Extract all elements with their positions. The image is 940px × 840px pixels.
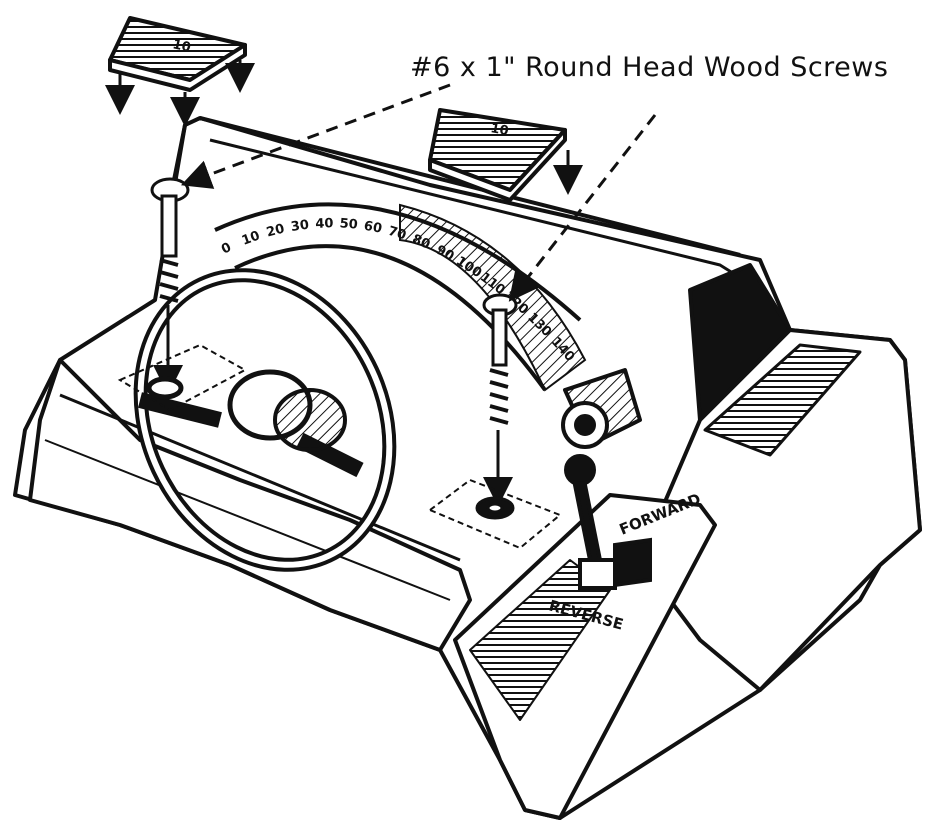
dial-tick-label: 20 (265, 222, 286, 241)
plate-mark-right: 10 (489, 121, 509, 139)
mounting-recess-left (117, 343, 248, 412)
dial-tick-label: 40 (315, 216, 334, 232)
dial-tick-label: 10 (240, 228, 262, 248)
shift-lever (572, 483, 652, 590)
wood-screw-right (475, 293, 518, 520)
dial-tick-label: 70 (386, 224, 408, 244)
dial-tick-label: 90 (433, 243, 456, 265)
wood-screw-left (146, 177, 190, 400)
plate-mark-left: 10 (171, 37, 192, 55)
callout-leader-lines (180, 83, 657, 302)
screw-callout-label: #6 x 1" Round Head Wood Screws (410, 52, 889, 83)
dial-tick-label: 60 (363, 219, 384, 237)
name-plate-left: 10 (105, 16, 255, 127)
dial-tick-label: 80 (410, 232, 432, 253)
dial-tick-label: 30 (290, 218, 310, 235)
dial-tick-label: 50 (339, 216, 358, 232)
mounting-recess-right (428, 478, 562, 550)
name-plate-right: 10 (428, 108, 583, 202)
steering-wheel (133, 268, 397, 572)
ignition-knob (561, 368, 642, 486)
